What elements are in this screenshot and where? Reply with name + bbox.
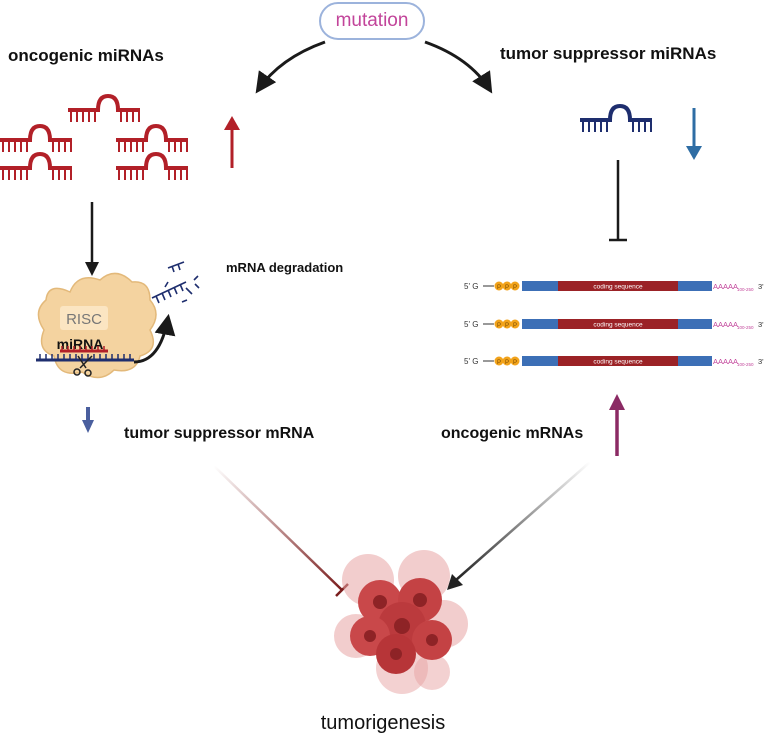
coding-sequence-label: coding sequence bbox=[593, 322, 643, 329]
coding-sequence-label: coding sequence bbox=[593, 359, 643, 366]
increase-arrow-red bbox=[224, 116, 240, 168]
three-prime-label: 3' bbox=[758, 320, 764, 329]
phosphate-circle bbox=[510, 319, 520, 329]
polya-subscript: 100-250 bbox=[737, 287, 754, 292]
five-utr bbox=[522, 319, 558, 329]
oncogenic-mirnas-label: oncogenic miRNAs bbox=[8, 46, 164, 65]
phosphate-circle bbox=[502, 319, 512, 329]
phosphate-label: P bbox=[497, 323, 501, 329]
three-prime-label: 3' bbox=[758, 357, 764, 366]
phosphate-circle bbox=[494, 319, 504, 329]
five-prime-label: 5' G bbox=[464, 320, 478, 329]
mutation-label: mutation bbox=[319, 2, 425, 40]
oncogenic-mirna-hairpins bbox=[0, 94, 190, 182]
inhibition-line-to-tumor bbox=[213, 465, 349, 597]
risc-label: RISC bbox=[66, 311, 102, 328]
coding-region bbox=[558, 319, 678, 329]
phosphate-circle bbox=[510, 281, 520, 291]
tumor-suppressor-mirna-hairpin bbox=[578, 104, 654, 134]
degradation-arrow bbox=[133, 313, 176, 364]
five-prime-label: 5' G bbox=[464, 357, 478, 366]
coding-sequence-label: coding sequence bbox=[593, 284, 643, 291]
inhibition-line-suppressor bbox=[609, 160, 627, 242]
phosphate-label: P bbox=[505, 323, 509, 329]
five-prime-label: 5' G bbox=[464, 282, 478, 291]
activation-arrow-to-tumor bbox=[447, 461, 591, 590]
phosphate-label: P bbox=[513, 323, 517, 329]
three-utr bbox=[678, 281, 712, 291]
phosphate-circle bbox=[494, 356, 504, 366]
tumor-cell-cluster bbox=[334, 550, 468, 694]
five-utr bbox=[522, 281, 558, 291]
scissors-icon bbox=[73, 355, 93, 377]
three-utr bbox=[678, 319, 712, 329]
mutation-arc-arrows bbox=[255, 40, 493, 94]
phosphate-label: P bbox=[497, 360, 501, 366]
phosphate-label: P bbox=[513, 285, 517, 291]
polya-subscript: 100-250 bbox=[737, 362, 754, 367]
polya-label: AAAAA bbox=[713, 357, 738, 366]
three-utr bbox=[678, 356, 712, 366]
mrna-degradation-label: mRNA degradation bbox=[226, 260, 344, 275]
increase-arrow-purple bbox=[609, 394, 625, 456]
arrow-to-risc bbox=[85, 202, 99, 276]
oncogenic-mrnas-label: oncogenic mRNAs bbox=[441, 425, 584, 442]
polya-subscript: 100-250 bbox=[737, 325, 754, 330]
phosphate-label: P bbox=[505, 360, 509, 366]
tumorigenesis-label: tumorigenesis bbox=[320, 712, 446, 734]
phosphate-circle bbox=[502, 281, 512, 291]
five-utr bbox=[522, 356, 558, 366]
phosphate-circle bbox=[494, 281, 504, 291]
tumor-suppressor-mirnas-label: tumor suppressor miRNAs bbox=[500, 44, 717, 63]
phosphate-circle bbox=[510, 356, 520, 366]
three-prime-label: 3' bbox=[758, 282, 764, 291]
coding-region bbox=[558, 281, 678, 291]
phosphate-label: P bbox=[497, 285, 501, 291]
phosphate-circle bbox=[502, 356, 512, 366]
degraded-mrna-fragments bbox=[151, 261, 200, 304]
tumor-suppressor-mrna-label: tumor suppressor mRNA bbox=[124, 425, 315, 442]
decrease-arrow-mrna bbox=[82, 407, 94, 433]
phosphate-label: P bbox=[513, 360, 517, 366]
polya-label: AAAAA bbox=[713, 282, 738, 291]
phosphate-label: P bbox=[505, 285, 509, 291]
polya-label: AAAAA bbox=[713, 320, 738, 329]
risc-complex: RISC miRNA bbox=[36, 272, 157, 379]
decrease-arrow-blue bbox=[686, 108, 702, 160]
coding-region bbox=[558, 356, 678, 366]
